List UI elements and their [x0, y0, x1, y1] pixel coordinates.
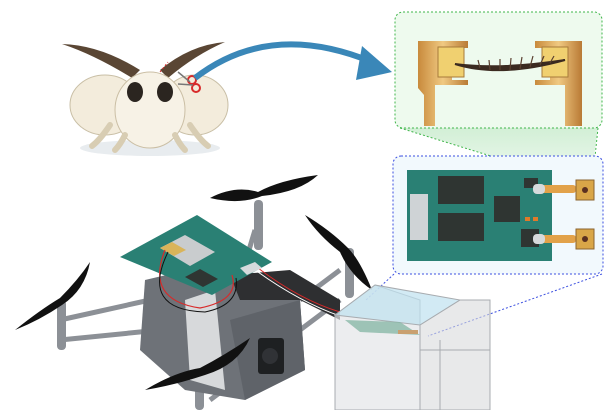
chip [438, 176, 484, 204]
chip [438, 213, 484, 241]
scissors-icon [177, 71, 201, 93]
sensor-board-inset [392, 155, 604, 275]
quadcopter-drone-icon [15, 175, 372, 410]
sensor-enclosure-box [333, 284, 491, 410]
propeller [15, 175, 372, 390]
drone-pcb [120, 215, 272, 313]
moth-icon [62, 42, 229, 156]
chip [494, 196, 520, 222]
flex-connector [533, 179, 595, 250]
antenna [454, 59, 566, 72]
left-electrode [418, 41, 468, 126]
arrow-icon [193, 41, 392, 81]
antenna-zoom-inset [394, 11, 603, 129]
cable-arm [230, 270, 340, 320]
